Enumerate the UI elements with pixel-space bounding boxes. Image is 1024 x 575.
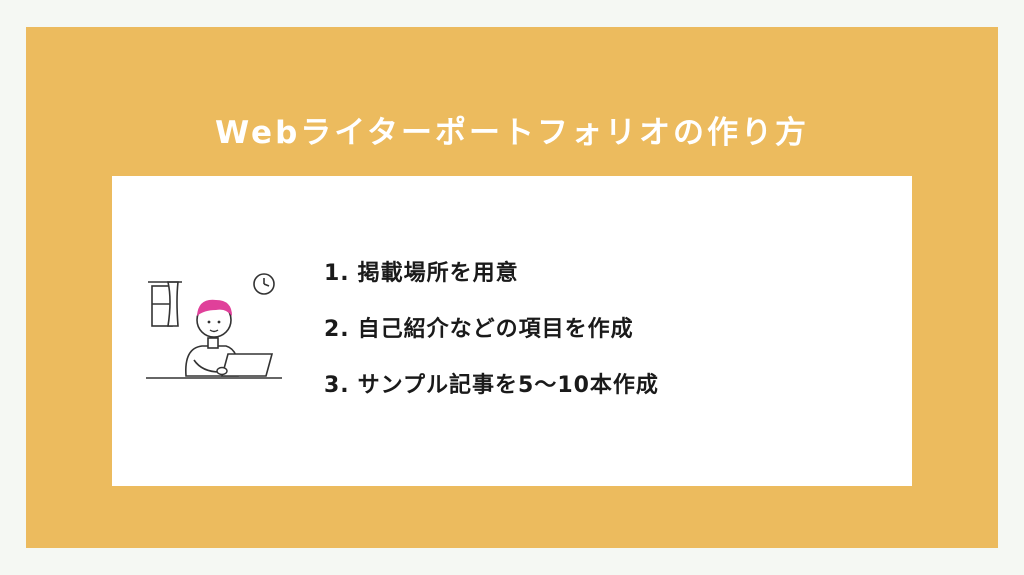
laptop-icon (220, 353, 274, 377)
step-number: 1. (324, 261, 350, 286)
frame: Webライターポートフォリオの作り方 (26, 27, 998, 548)
step-text: 自己紹介などの項目を作成 (357, 317, 634, 342)
step-number: 2. (324, 317, 350, 342)
step-text: 掲載場所を用意 (357, 261, 519, 286)
step-item: 2. 自己紹介などの項目を作成 (324, 312, 659, 368)
steps-list: 1. 掲載場所を用意 2. 自己紹介などの項目を作成 3. サンプル記事を5〜10本作… (324, 256, 659, 424)
window-icon (148, 281, 182, 327)
person-at-laptop-icon (146, 273, 282, 379)
step-item: 1. 掲載場所を用意 (324, 256, 659, 312)
hair-shape (197, 299, 232, 316)
step-item: 3. サンプル記事を5〜10本作成 (324, 368, 659, 424)
step-number: 3. (324, 373, 350, 398)
content-card: 1. 掲載場所を用意 2. 自己紹介などの項目を作成 3. サンプル記事を5〜10本作… (112, 176, 912, 486)
clock-icon (253, 273, 275, 295)
page-title: Webライターポートフォリオの作り方 (214, 115, 810, 151)
step-text: サンプル記事を5〜10本作成 (357, 373, 659, 398)
